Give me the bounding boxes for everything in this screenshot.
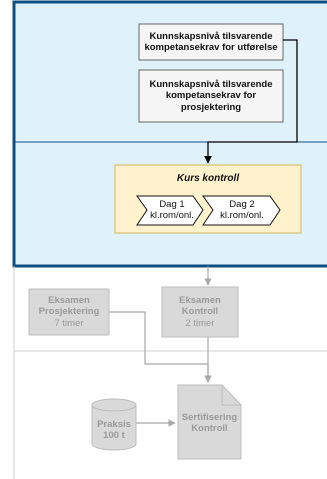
lane-frame	[12, 0, 327, 268]
practice-line2: 100 t	[103, 430, 125, 441]
day1-step	[136, 195, 204, 226]
knowledge-design-line2: kompetansekrav for	[165, 90, 257, 102]
certification-label: Sertifisering Kontroll	[178, 408, 241, 438]
exam-control-line2: Kontroll	[181, 306, 219, 318]
day1-label: Dag 1 kl.rom/onl.	[145, 196, 199, 225]
exam-design-line2: Prosjektering	[38, 306, 100, 318]
exam-control-label: Eksamen Kontroll 2 timer	[162, 287, 238, 337]
certification-line1: Sertifisering	[181, 411, 238, 423]
arrow-knowledge-to-course	[204, 39, 298, 164]
day2-line1: Dag 2	[229, 198, 255, 210]
knowledge-execution-line2: kompetansekrav for utførelse	[144, 42, 278, 53]
knowledge-design-box	[138, 69, 284, 123]
day1-line2: kl.rom/onl.	[150, 209, 194, 221]
course-control-title: Kurs kontroll	[176, 173, 240, 184]
knowledge-design-line3: prosjektering	[180, 101, 242, 113]
day1-line1: Dag 1	[159, 198, 185, 210]
certification-document-shape	[177, 384, 242, 460]
knowledge-execution-line1: Kunnskapsnivå tilsvarende	[149, 30, 273, 42]
knowledge-execution-box	[138, 23, 284, 61]
day2-label: Dag 2 kl.rom/onl.	[211, 196, 273, 225]
certification-line2: Kontroll	[191, 423, 228, 434]
day2-step	[202, 195, 281, 226]
knowledge-design-line1: Kunnskapsnivå tilsvarende	[149, 78, 273, 90]
exam-control-line1: Eksamen	[179, 294, 221, 306]
practice-line1: Praksis	[97, 418, 131, 430]
exam-control-box	[161, 286, 239, 338]
exam-control-line3: 2 timer	[185, 317, 215, 329]
knowledge-execution-label: Kunnskapsnivå tilsvarende kompetansekrav…	[139, 24, 283, 60]
exam-design-line3: 7 timer	[54, 317, 84, 329]
practice-label: Praksis 100 t	[92, 415, 136, 445]
practice-database-shape	[91, 398, 137, 451]
exam-design-line1: Eksamen	[48, 294, 90, 306]
exam-design-label: Eksamen Prosjektering 7 timer	[29, 289, 109, 335]
day2-line2: kl.rom/onl.	[220, 209, 264, 221]
knowledge-design-label: Kunnskapsnivå tilsvarende kompetansekrav…	[139, 70, 283, 122]
